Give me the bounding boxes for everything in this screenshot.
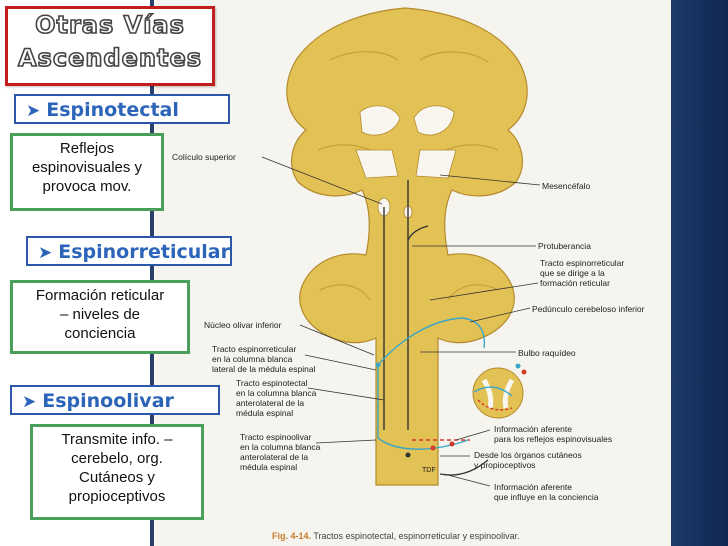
label-tracto-espinorreticular-c: formación reticular <box>540 278 610 288</box>
label-bulbo-raquideo: Bulbo raquídeo <box>518 348 576 358</box>
label-coliculo-superior: Colículo superior <box>172 152 236 162</box>
note-espinoolivar-line-1: Transmite info. – <box>61 431 173 448</box>
slide-title-line-2: Ascendentes <box>17 43 203 73</box>
label-tracto-espinorreticular-b: que se dirige a la <box>540 268 605 278</box>
note-espinotectal: Reflejos espinovisuales y provoca mov. <box>10 133 164 211</box>
chevron-right-icon: ➤ <box>38 243 53 263</box>
label-info-aferente-b: para los reflejos espinovisuales <box>494 434 613 444</box>
label-nucleo-olivar: Núcleo olivar inferior <box>204 320 282 330</box>
figure-caption: Fig. 4-14. Tractos espinotectal, espinor… <box>272 531 520 541</box>
label-info-conciencia-a: Información aferente <box>494 482 572 492</box>
label-espinoolivar-d: médula espinal <box>240 462 298 472</box>
section-espinotectal-label: Espinotectal <box>46 99 179 121</box>
label-protuberancia: Protuberancia <box>538 241 591 251</box>
note-espinorreticular-line-2: – niveles de <box>59 306 141 323</box>
label-er-columna-a: Tracto espinorreticular <box>212 344 297 354</box>
label-espinoolivar-b: en la columna blanca <box>240 442 321 452</box>
label-espinotectal-b: en la columna blanca <box>236 388 317 398</box>
caption-text: Tractos espinotectal, espinorreticular y… <box>313 531 520 541</box>
section-espinorreticular-label: Espinorreticular <box>58 241 230 263</box>
label-info-conciencia-b: que influye en la conciencia <box>494 492 599 502</box>
label-organos-b: y propioceptivos <box>474 460 536 470</box>
note-espinoolivar-line-2: cerebelo, org. <box>71 450 163 467</box>
section-espinorreticular: ➤Espinorreticular <box>26 236 232 266</box>
note-espinoolivar-line-3: Cutáneos y <box>79 469 155 486</box>
label-espinotectal-c: anterolateral de la <box>236 398 305 408</box>
leader-lines <box>261 156 541 487</box>
tract-markers <box>375 362 527 458</box>
note-espinotectal-line-3: provoca mov. <box>42 178 132 195</box>
tracts <box>377 180 513 476</box>
slide-title-line-1: Otras Vías <box>34 10 185 40</box>
note-espinorreticular-line-3: conciencia <box>64 325 136 342</box>
brain-silhouette <box>286 7 528 486</box>
note-espinotectal-line-2: espinovisuales y <box>31 159 143 176</box>
spinal-cord-section <box>472 367 524 419</box>
label-espinotectal-a: Tracto espinotectal <box>236 378 308 388</box>
slide-divider <box>150 0 154 546</box>
slide-title: Otras Vías Ascendentes <box>5 6 215 86</box>
note-espinorreticular: Formación reticular – niveles de concien… <box>10 280 190 354</box>
section-espinoolivar-label: Espinoolivar <box>42 390 174 412</box>
label-pedunculo-cerebeloso: Pedúnculo cerebeloso inferior <box>532 304 645 314</box>
section-espinoolivar: ➤Espinoolivar <box>10 385 220 415</box>
chevron-right-icon: ➤ <box>26 101 41 121</box>
label-er-columna-b: en la columna blanca <box>212 354 293 364</box>
chevron-right-icon: ➤ <box>22 392 37 412</box>
note-espinorreticular-line-1: Formación reticular <box>35 287 165 304</box>
label-espinoolivar-a: Tracto espinoolivar <box>240 432 312 442</box>
label-er-columna-c: lateral de la médula espinal <box>212 364 316 374</box>
label-tracto-espinorreticular-a: Tracto espinorreticular <box>540 258 625 268</box>
caption-fig-number: Fig. 4-14. <box>272 531 312 541</box>
label-organos-a: Desde los órganos cutáneos <box>474 450 582 460</box>
label-mesencefalo: Mesencéfalo <box>542 181 591 191</box>
note-espinoolivar: Transmite info. – cerebelo, org. Cutáneo… <box>30 424 204 520</box>
note-espinotectal-line-1: Reflejos <box>59 140 115 157</box>
section-espinotectal: ➤Espinotectal <box>14 94 230 124</box>
label-espinoolivar-c: anterolateral de la <box>240 452 309 462</box>
label-espinotectal-d: médula espinal <box>236 408 294 418</box>
note-espinoolivar-line-4: propioceptivos <box>68 488 166 505</box>
label-tdf: TDF <box>422 467 436 474</box>
label-info-aferente-a: Información aferente <box>494 424 572 434</box>
slide-side-bar <box>671 0 728 546</box>
ventricle-regions <box>355 105 457 219</box>
